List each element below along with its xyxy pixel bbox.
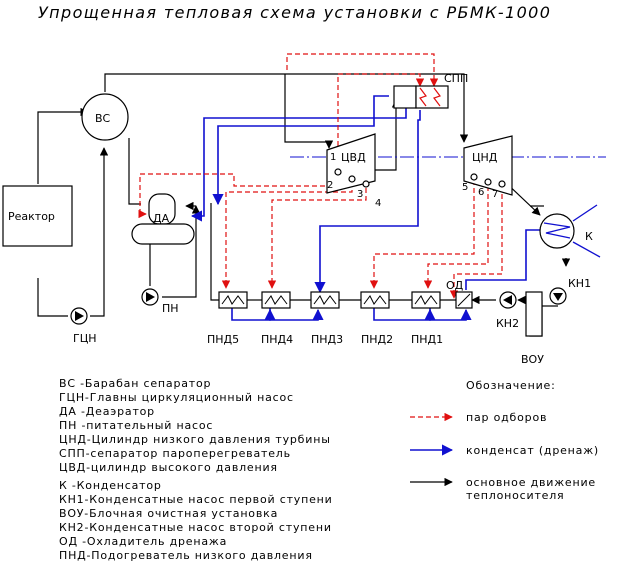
main-circulation-pump[interactable]: ГЦН bbox=[70, 307, 97, 345]
k-label: К bbox=[585, 230, 593, 243]
pnd5-label: ПНД5 bbox=[207, 333, 239, 346]
heater-pnd2[interactable]: ПНД2 bbox=[360, 291, 393, 346]
block-purification-unit[interactable]: ВОУ bbox=[521, 291, 544, 366]
low-pressure-cylinder[interactable]: ЦНД bbox=[463, 135, 513, 196]
key-main-label-2: теплоносителя bbox=[466, 489, 564, 502]
legend-item: ВОУ-Блочная очистная установка bbox=[59, 507, 278, 520]
legend-item: ЦВД-цилиндр высокого давления bbox=[59, 461, 278, 474]
extraction-number: 4 bbox=[375, 198, 381, 209]
line-type-key: Обозначение: пар одборов конденсат (дрен… bbox=[410, 379, 599, 502]
diagram-title: Упрощенная тепловая схема установки с РБ… bbox=[38, 3, 551, 22]
da-label: ДА bbox=[153, 212, 170, 225]
extraction-points: 1 2 3 4 5 6 7 bbox=[327, 152, 506, 209]
extraction-number: 1 bbox=[330, 152, 336, 163]
legend-item: К -Конденсатор bbox=[59, 479, 162, 492]
legend-item: СПП-сепаратор пароперегреватель bbox=[59, 447, 291, 460]
pnd1-label: ПНД1 bbox=[411, 333, 443, 346]
gcn-label: ГЦН bbox=[73, 332, 97, 345]
condensate-pump-1[interactable]: КН1 bbox=[549, 277, 591, 305]
spp-label: СПП bbox=[444, 72, 468, 85]
pump-triangle-icon bbox=[553, 293, 563, 301]
legend-item: КН1-Конденсатные насос первой ступени bbox=[59, 493, 333, 506]
key-condensate-label: конденсат (дренаж) bbox=[466, 444, 599, 457]
legend-item: ДА -Деаэратор bbox=[59, 405, 155, 418]
drain-cooler[interactable]: ОД bbox=[446, 279, 473, 309]
key-steam-label: пар одборов bbox=[466, 411, 547, 424]
reactor-label: Реактор bbox=[8, 210, 55, 223]
deaerator[interactable]: ДА bbox=[131, 193, 195, 245]
heater-pnd3[interactable]: ПНД3 bbox=[310, 291, 343, 346]
reactor[interactable]: Реактор bbox=[2, 185, 73, 247]
pump-triangle-icon bbox=[503, 295, 512, 305]
pump-triangle-icon bbox=[146, 292, 155, 302]
extraction-number: 6 bbox=[478, 187, 484, 198]
feed-pump[interactable]: ПН bbox=[141, 288, 179, 315]
extraction-number: 3 bbox=[357, 189, 363, 200]
legend-item: ПН -питательный насос bbox=[59, 419, 213, 432]
heater-pnd4[interactable]: ПНД4 bbox=[261, 291, 293, 346]
key-heading: Обозначение: bbox=[466, 379, 556, 392]
legend-item: КН2-Конденсатные насос второй ступени bbox=[59, 521, 332, 534]
separator-superheater[interactable]: СПП bbox=[393, 72, 468, 109]
abbreviation-legend: ВС -Барабан сепаратор ГЦН-Главны циркуля… bbox=[59, 377, 333, 562]
kn1-label: КН1 bbox=[568, 277, 591, 290]
heater-pnd5[interactable]: ПНД5 bbox=[207, 291, 248, 346]
kn2-label: КН2 bbox=[496, 317, 519, 330]
pump-triangle-icon bbox=[75, 311, 84, 321]
high-pressure-cylinder[interactable]: ЦВД bbox=[326, 133, 376, 194]
drum-separator[interactable]: ВС bbox=[81, 93, 129, 141]
extraction-number: 7 bbox=[492, 189, 498, 200]
key-main-label-1: основное движение bbox=[466, 476, 596, 489]
pnd4-label: ПНД4 bbox=[261, 333, 293, 346]
heater-pnd1[interactable]: ПНД1 bbox=[411, 291, 443, 346]
legend-item: ОД -Охладитель дренажа bbox=[59, 535, 227, 548]
legend-item: ГЦН-Главны циркуляционный насос bbox=[59, 391, 294, 404]
legend-item: ЦНД-Цилиндр низкого давления турбины bbox=[59, 433, 331, 446]
od-label: ОД bbox=[446, 279, 464, 292]
vou-label: ВОУ bbox=[521, 353, 544, 366]
extraction-number: 5 bbox=[462, 182, 468, 193]
pnd2-label: ПНД2 bbox=[361, 333, 393, 346]
condensate-pump-2[interactable]: КН2 bbox=[496, 291, 519, 330]
condenser[interactable]: К bbox=[539, 204, 601, 258]
legend-item: ПНД-Подогреватель низкого давления bbox=[59, 549, 313, 562]
legend-item: ВС -Барабан сепаратор bbox=[59, 377, 211, 390]
condensate-lines bbox=[190, 95, 540, 321]
extraction-number: 2 bbox=[327, 180, 333, 191]
drum-separator-label: ВС bbox=[95, 112, 111, 125]
cvd-label: ЦВД bbox=[341, 151, 366, 164]
pnd3-label: ПНД3 bbox=[311, 333, 343, 346]
pn-label: ПН bbox=[162, 302, 179, 315]
cnd-label: ЦНД bbox=[472, 151, 498, 164]
